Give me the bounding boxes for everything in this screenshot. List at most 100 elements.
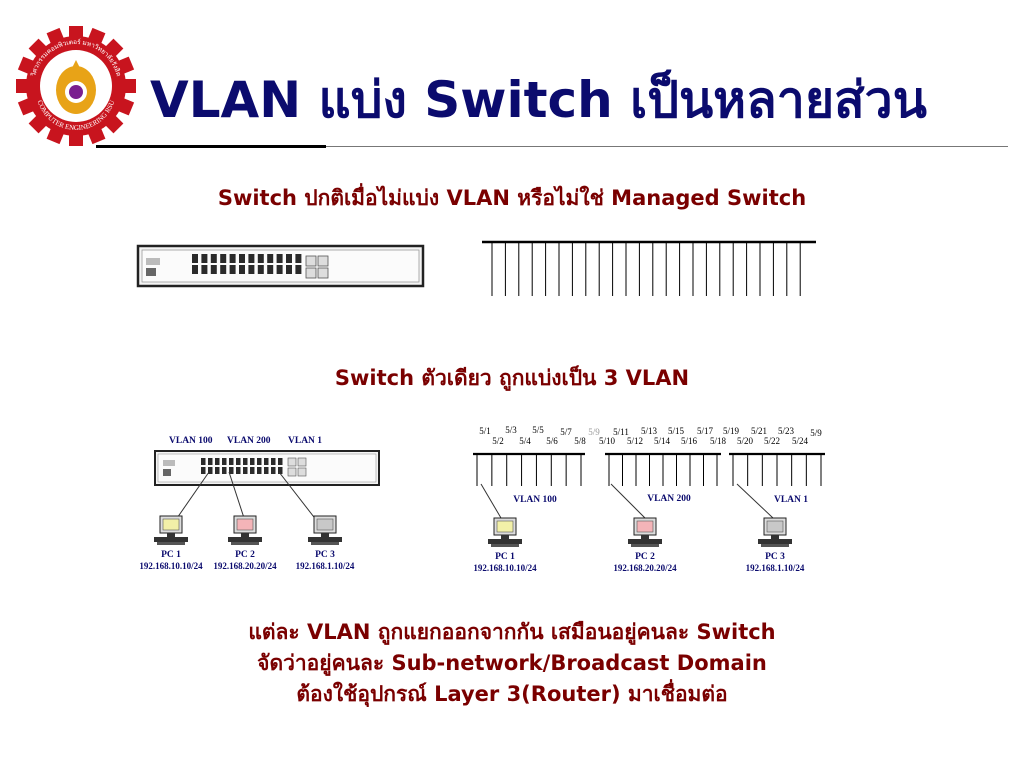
port-label: 5/11 [613,427,629,437]
switch-port [201,265,208,274]
port-label: 5/4 [519,436,531,446]
port-label: 5/18 [710,436,727,446]
summary-line-3: ต้องใช้อุปกรณ์ Layer 3(Router) มาเชื่อมต… [296,682,728,706]
pc-icon [488,517,522,547]
vlan-label-200: VLAN 200 [227,436,271,446]
port-label: 5/6 [546,436,558,446]
vlan-group-label: VLAN 200 [647,494,691,504]
port-label: 5/8 [574,436,586,446]
vlan-link-cable [480,483,502,519]
switch-port [278,458,283,465]
port-label: 5/22 [764,436,780,446]
switch-port [271,458,276,465]
title-divider-accent [96,145,326,148]
switch-port [248,265,255,274]
port-label: 5/7 [560,427,572,437]
pc-ip-label: 192.168.1.10/24 [746,563,805,573]
port-label: 5/3 [505,425,517,435]
switch-port [229,467,234,474]
logo-crown-icon [68,60,84,76]
switch-port [222,458,227,465]
pc-name-label: PC 2 [635,552,655,562]
switch-port [257,467,262,474]
switch-port [257,265,264,274]
switch-port [243,467,248,474]
switch-port [295,265,302,274]
switch-port [243,458,248,465]
summary-line-1: แต่ละ VLAN ถูกแยกออกจากกัน เสมือนอยู่คนล… [248,620,776,644]
pc-ip-label: 192.168.1.10/24 [296,561,355,571]
port-label: 5/2 [492,436,504,446]
switch-port [220,254,227,263]
switch-device-icon [136,244,425,288]
summary-line-2: จัดว่าอยู่คนละ Sub-network/Broadcast Dom… [257,651,767,675]
pc-name-label: PC 2 [235,550,255,560]
switch-port [239,254,245,263]
port-label: 5/5 [532,425,544,435]
switch-port [250,458,255,465]
slide-title: VLAN แบ่ง Switch เป็นหลายส่วน [150,71,927,129]
vlan-physical-diagram: VLAN 100 VLAN 200 VLAN 1 PC 1192.168.10.… [139,436,380,571]
switch-port [267,265,274,274]
pc-ip-label: 192.168.10.10/24 [473,563,537,573]
vlan-group-label: VLAN 100 [513,495,557,505]
switch-port [267,254,274,263]
pc-ip-label: 192.168.20.20/24 [213,561,277,571]
port-label: 5/9 [588,427,600,437]
switch-port [208,458,213,465]
switch-port [295,254,302,263]
pc-ip-label: 192.168.10.10/24 [139,561,203,571]
switch-port [257,458,262,465]
switch-port [286,265,292,274]
switch-port [239,265,245,274]
university-logo: วิศวกรรมคอมพิวเตอร์ มหาวิทยาลัยรังสิต CO… [16,26,136,146]
switch-port [192,254,198,263]
port-label: 5/16 [681,436,698,446]
pc-icon [154,515,188,545]
port-label: 5/20 [737,436,754,446]
vlan-split-heading: Switch ตัวเดียว ถูกแบ่งเป็น 3 VLAN [334,366,690,390]
port-label: 5/1 [479,426,491,436]
switch-port [201,467,206,474]
cable-pc3 [278,471,318,522]
switch-port [210,265,217,274]
pc-ip-label: 192.168.20.20/24 [613,563,677,573]
unmanaged-switch-heading: Switch ปกติเมื่อไม่แบ่ง VLAN หรือไม่ใช่ … [217,186,807,210]
logo-center-gem [69,85,83,99]
switch-port [257,254,264,263]
switch-port [236,467,241,474]
switch-port [276,265,283,274]
switch-port [271,467,276,474]
switch-port [229,254,236,263]
vlan-label-100: VLAN 100 [169,436,213,446]
vlan-group-label: VLAN 1 [774,495,808,505]
pc-icon [628,517,662,547]
switch-port [220,265,227,274]
vlan-link-cable [610,483,646,519]
port-label: 5/12 [627,436,643,446]
switch-port [278,467,283,474]
switch-port [229,458,234,465]
switch-port [276,254,283,263]
cable-pc1 [174,471,210,522]
switch-port [210,254,217,263]
switch-device-icon [154,450,380,486]
switch-port [248,254,255,263]
switch-port [192,265,198,274]
switch-port [250,467,255,474]
summary-text: แต่ละ VLAN ถูกแยกออกจากกัน เสมือนอยู่คนล… [0,617,1024,710]
pc-name-label: PC 1 [495,552,515,562]
switch-port [222,467,227,474]
port-label: 5/10 [599,436,616,446]
pc-name-label: PC 3 [315,550,335,560]
port-label: 5/15 [668,426,685,436]
port-label: 5/23 [778,426,795,436]
pc-icon [308,515,342,545]
port-label: 5/9 [810,428,822,438]
switch-port [236,458,241,465]
pc-icon [758,517,792,547]
switch-port [215,467,220,474]
cable-pc2 [228,471,246,522]
port-label: 5/19 [723,426,740,436]
